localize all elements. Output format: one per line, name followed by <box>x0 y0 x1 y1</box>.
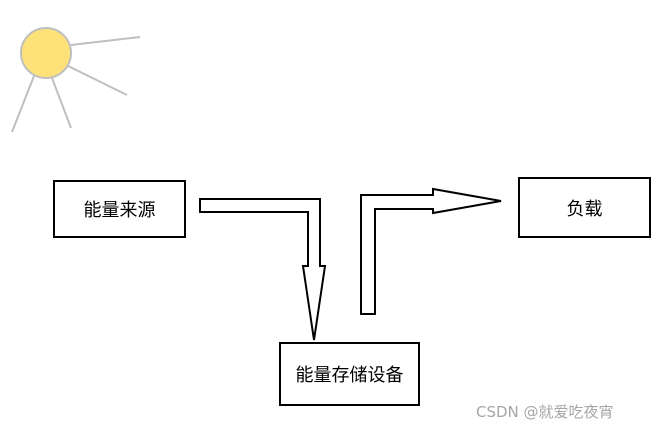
energy-storage-box: 能量存储设备 <box>279 342 420 406</box>
sun-ray <box>51 77 72 129</box>
energy-source-label: 能量来源 <box>83 200 156 221</box>
load-box: 负载 <box>518 177 651 238</box>
sun-ray <box>70 36 141 46</box>
sun-disc <box>20 27 72 79</box>
watermark: CSDN @就爱吃夜宵 <box>476 403 614 421</box>
arrow-source-to-storage <box>199 198 327 341</box>
arrow-storage-to-load <box>360 187 502 315</box>
energy-source-box: 能量来源 <box>53 180 186 238</box>
sun-icon <box>11 27 141 133</box>
energy-storage-label: 能量存储设备 <box>295 365 404 386</box>
sun-ray <box>11 75 35 133</box>
load-label: 负载 <box>566 198 603 220</box>
sun-ray <box>65 64 128 96</box>
